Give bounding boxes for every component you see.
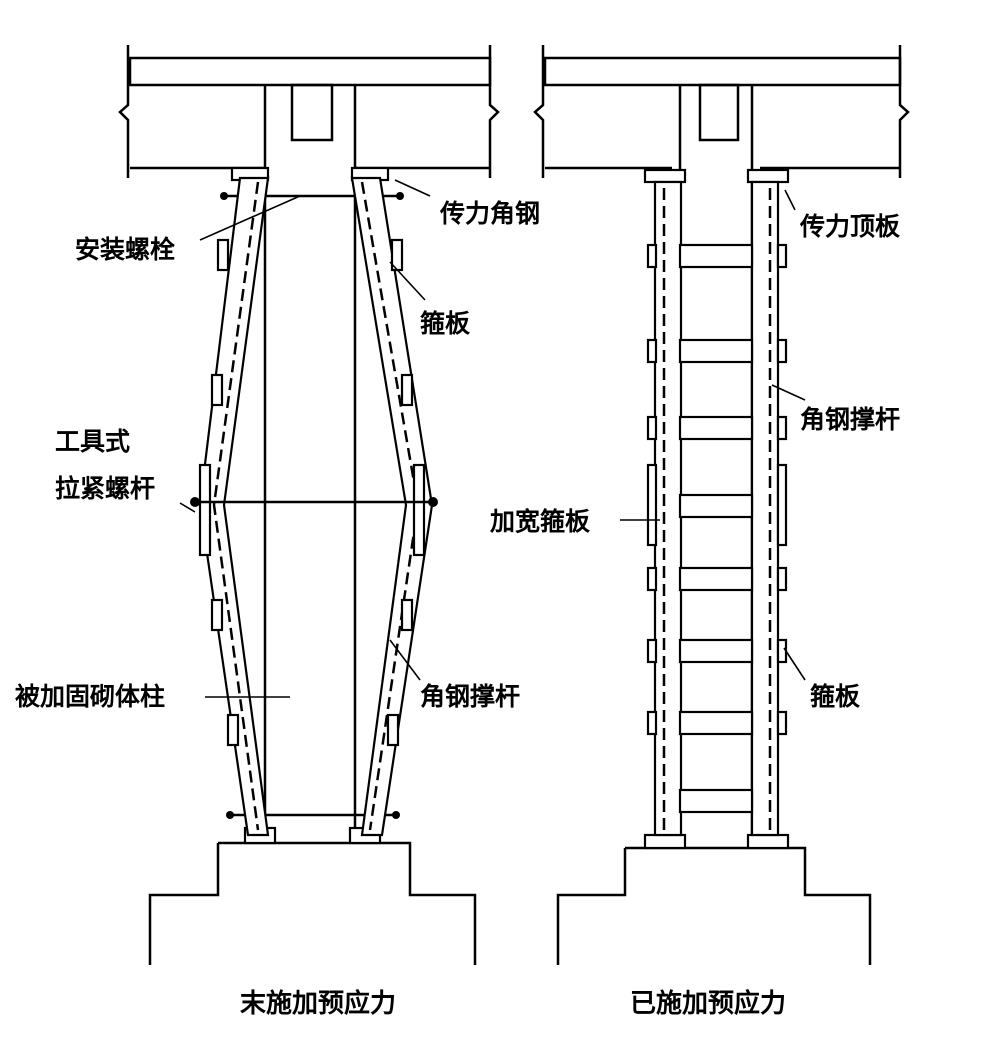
left-tension-rod — [190, 497, 438, 507]
left-angle-strut-right — [350, 176, 434, 837]
left-footing — [148, 841, 477, 965]
label-tension-rod: 拉紧螺杆 — [55, 474, 155, 503]
right-leaders — [620, 189, 806, 681]
label-transfer-angle: 传力角钢 — [439, 199, 540, 228]
label-widened-batten: 加宽箍板 — [489, 507, 590, 536]
label-reinforced-column: 被加固砌体柱 — [15, 682, 165, 711]
label-install-bolt: 安装螺栓 — [75, 235, 175, 264]
caption-right: 已施加预应力 — [630, 988, 786, 1019]
left-masonry-column — [263, 85, 357, 843]
right-angle-strut-left — [653, 180, 683, 837]
label-angle-strut-right: 角钢撑杆 — [800, 405, 900, 434]
label-batten-plate-right: 箍板 — [810, 682, 860, 711]
left-leaders — [179, 179, 431, 698]
label-tool-type: 工具式 — [55, 427, 130, 456]
left-slab-beam — [118, 45, 500, 178]
caption-left: 末施加预应力 — [240, 988, 396, 1019]
label-transfer-top-plate: 传力顶板 — [799, 212, 900, 241]
right-footing — [556, 846, 872, 965]
left-angle-strut-left — [198, 176, 270, 837]
right-top-plates — [643, 168, 790, 850]
right-slab-beam — [533, 45, 910, 178]
right-batten-plates — [646, 243, 788, 814]
label-angle-strut-left: 角钢撑杆 — [420, 682, 520, 711]
label-batten-plate-left: 箍板 — [420, 309, 470, 338]
right-angle-strut-right — [750, 180, 780, 837]
